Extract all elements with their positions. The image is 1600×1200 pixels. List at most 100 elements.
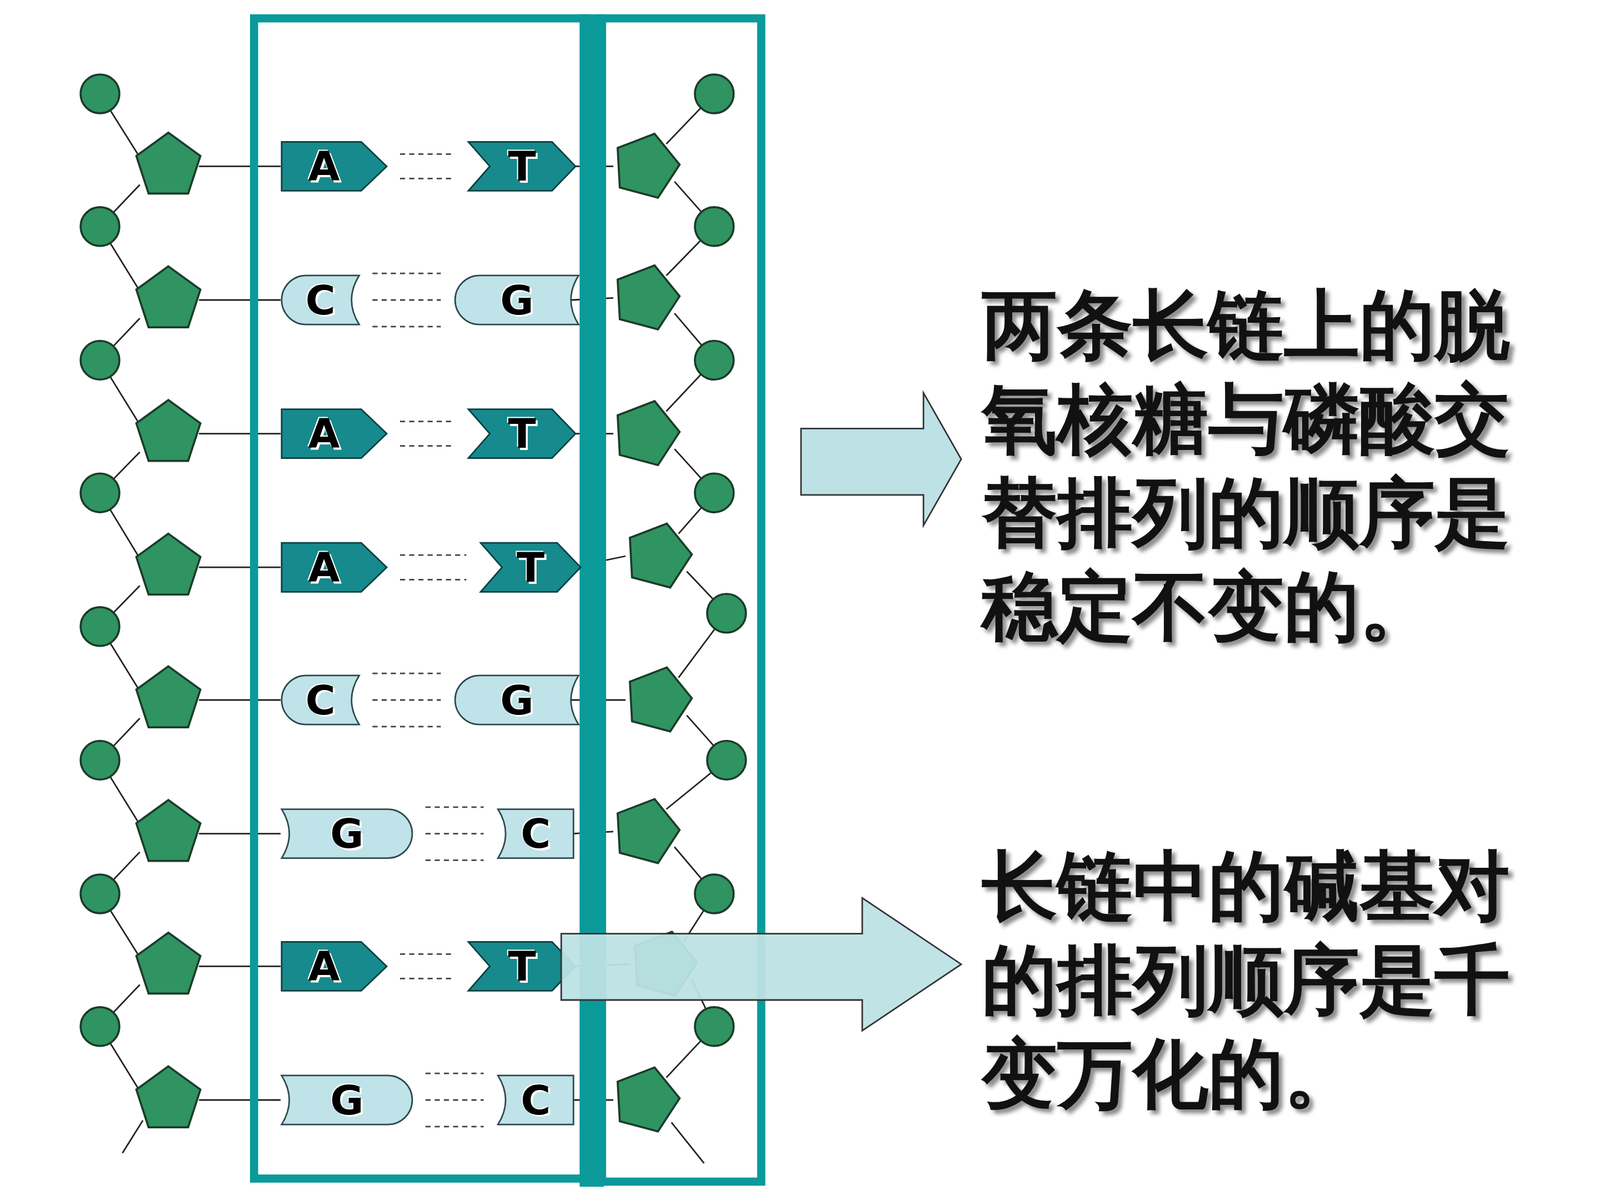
hydrogen-bond-line bbox=[372, 325, 441, 328]
base-outline-path bbox=[281, 275, 360, 325]
base-letter: T bbox=[507, 146, 536, 187]
deoxyribose-pentagon bbox=[630, 667, 692, 732]
backbone-bond bbox=[198, 566, 281, 569]
phosphate-circle bbox=[80, 207, 120, 247]
phosphate-circle bbox=[80, 340, 120, 380]
pointer-arrow bbox=[561, 897, 962, 1031]
deoxyribose-pentagon bbox=[136, 132, 200, 194]
base-shape: C bbox=[280, 274, 360, 326]
base-shape: C bbox=[496, 808, 575, 860]
base-outline-path bbox=[480, 542, 581, 592]
hydrogen-bond-line bbox=[425, 1072, 484, 1075]
hydrogen-bond-line bbox=[372, 299, 441, 302]
hydrogen-bond bbox=[400, 421, 454, 447]
base-outline-path bbox=[468, 141, 576, 191]
hydrogen-bond-line bbox=[400, 153, 454, 155]
hydrogen-bond-line bbox=[400, 445, 454, 447]
hydrogen-bond-line bbox=[400, 953, 454, 955]
base-letter: T bbox=[516, 546, 545, 588]
hydrogen-bond-line bbox=[400, 177, 454, 180]
backbone-bond bbox=[198, 699, 281, 702]
hydrogen-bond-line bbox=[425, 1125, 484, 1128]
phosphate-circle bbox=[80, 607, 120, 647]
deoxyribose-pentagon bbox=[136, 666, 200, 728]
deoxyribose-pentagon bbox=[617, 265, 680, 330]
base-shape: G bbox=[280, 1074, 414, 1126]
hydrogen-bond-line bbox=[400, 578, 467, 581]
base-shape: G bbox=[453, 674, 580, 726]
hydrogen-bond-line bbox=[425, 832, 484, 835]
deoxyribose-pentagon bbox=[617, 798, 680, 863]
backbone-bond bbox=[671, 1122, 705, 1163]
phosphate-circle bbox=[695, 74, 734, 114]
phosphate-circle bbox=[80, 74, 120, 114]
base-letter: G bbox=[500, 279, 534, 320]
base-outline-path bbox=[497, 1075, 574, 1125]
base-outline-path bbox=[468, 941, 576, 991]
base-letter: G bbox=[330, 1079, 364, 1120]
hydrogen-bond bbox=[400, 953, 454, 979]
hydrogen-bond-line bbox=[400, 420, 454, 423]
base-outline-path bbox=[281, 1075, 413, 1125]
base-letter: A bbox=[308, 546, 340, 588]
hydrogen-bond-line bbox=[372, 699, 441, 702]
backbone-bond bbox=[198, 832, 281, 835]
deoxyribose-pentagon bbox=[136, 533, 200, 595]
hydrogen-bond-line bbox=[400, 977, 454, 980]
backbone-bond bbox=[198, 299, 281, 302]
backbone-bond bbox=[122, 1120, 143, 1154]
deoxyribose-pentagon bbox=[617, 133, 680, 198]
hydrogen-bond-line bbox=[425, 859, 484, 862]
hydrogen-bond bbox=[425, 807, 484, 861]
deoxyribose-pentagon bbox=[630, 523, 692, 588]
base-letter: C bbox=[520, 1079, 551, 1120]
base-letter: C bbox=[520, 813, 551, 854]
deoxyribose-pentagon bbox=[617, 401, 680, 465]
base-letter: T bbox=[507, 946, 536, 987]
base-outline-path bbox=[455, 675, 579, 725]
callout-text: 长链中的碱基对的排列顺序是千变万化的。 bbox=[981, 838, 1542, 1121]
base-letter: G bbox=[330, 813, 364, 854]
base-shape: T bbox=[467, 408, 577, 460]
base-shape: G bbox=[280, 808, 414, 860]
deoxyribose-pentagon bbox=[136, 266, 200, 328]
frame-box bbox=[602, 18, 762, 1182]
hydrogen-bond-line bbox=[372, 272, 441, 275]
base-outline-path bbox=[281, 809, 413, 859]
hydrogen-bond-line bbox=[372, 672, 441, 675]
base-letter: G bbox=[500, 679, 534, 720]
phosphate-circle bbox=[80, 740, 120, 780]
phosphate-circle bbox=[80, 874, 120, 914]
deoxyribose-pentagon bbox=[136, 932, 200, 994]
base-shape: C bbox=[280, 674, 360, 726]
base-outline-path bbox=[455, 275, 579, 325]
phosphate-circle bbox=[80, 473, 120, 513]
deoxyribose-pentagon bbox=[617, 1067, 680, 1132]
base-shape: A bbox=[280, 940, 388, 992]
base-shape: A bbox=[280, 541, 388, 593]
base-shape: A bbox=[280, 140, 388, 192]
hydrogen-bond bbox=[372, 273, 441, 327]
base-outline-path bbox=[281, 542, 387, 592]
base-letter: A bbox=[308, 146, 340, 187]
phosphate-circle bbox=[707, 593, 747, 633]
phosphate-circle bbox=[695, 340, 734, 380]
backbone-bond bbox=[198, 1099, 281, 1102]
base-outline-path bbox=[281, 141, 387, 191]
base-letter: T bbox=[507, 413, 536, 454]
hydrogen-bond bbox=[425, 1073, 484, 1127]
phosphate-circle bbox=[695, 207, 734, 247]
base-outline-path bbox=[497, 809, 574, 859]
backbone-bond bbox=[198, 165, 281, 168]
backbone-bond bbox=[198, 432, 281, 435]
hydrogen-bond bbox=[400, 555, 467, 580]
base-shape: A bbox=[280, 408, 388, 460]
deoxyribose-pentagon bbox=[136, 800, 200, 862]
backbone-bond bbox=[198, 965, 281, 968]
base-shape: T bbox=[467, 940, 577, 992]
deoxyribose-pentagon bbox=[136, 400, 200, 462]
phosphate-circle bbox=[707, 740, 747, 780]
base-shape: C bbox=[496, 1074, 575, 1126]
